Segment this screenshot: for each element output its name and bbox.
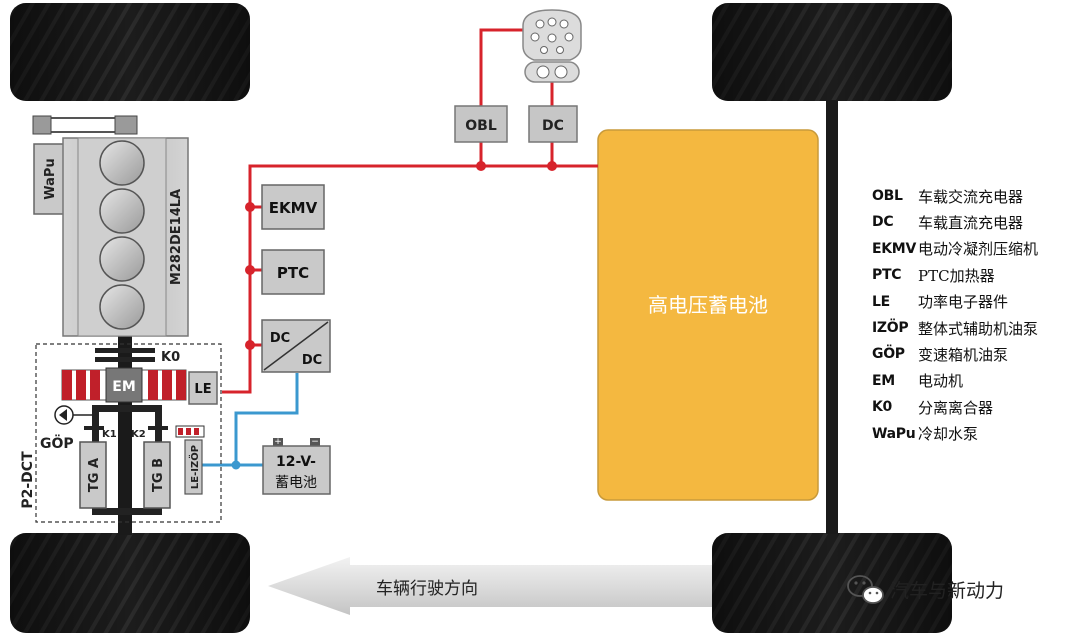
izop-pump-icon — [175, 425, 205, 438]
charging-socket-icon — [522, 9, 582, 83]
gop-label: GÖP — [40, 434, 74, 452]
wapu-label: WaPu — [43, 158, 58, 199]
k2-label: K2 — [131, 429, 146, 440]
obl-box: OBL — [454, 105, 508, 143]
legend-desc: 车载直流充电器 — [918, 213, 1024, 232]
dc-charger-label: DC — [542, 118, 564, 134]
dcdc-bottom-label: DC — [302, 353, 322, 368]
rear-axle — [826, 100, 838, 534]
legend-abbr: PTC — [872, 267, 902, 284]
le-izop-label: LE-IZÖP — [187, 445, 201, 489]
tg-b-label: TG B — [151, 458, 166, 492]
em-motor: EM — [61, 367, 187, 403]
ptc-label: PTC — [277, 264, 309, 282]
p2-dct-label: P2-DCT — [20, 451, 36, 509]
legend-item: OBL 车载交流充电器 — [872, 184, 1023, 208]
engine-block: M282DE14LA — [62, 137, 189, 337]
legend-abbr: EKMV — [872, 240, 916, 257]
direction-arrow — [268, 557, 712, 615]
legend-item: PTC PTC加热器 — [872, 263, 995, 287]
ekmv-label: EKMV — [269, 199, 318, 217]
legend-abbr: WaPu — [872, 425, 916, 442]
k1-label: K1 — [102, 429, 117, 440]
belt-drive — [32, 115, 138, 135]
tire-front-left — [10, 3, 250, 101]
legend-desc: 功率电子器件 — [918, 293, 1009, 312]
battery-12v-label-1: 12-V- — [276, 454, 316, 470]
lv-junction — [231, 460, 241, 470]
legend-abbr: K0 — [872, 399, 892, 416]
legend-desc: 变速箱机油泵 — [918, 345, 1009, 364]
k0-clutch: K0 — [95, 348, 180, 365]
legend-item: GÖP 变速箱机油泵 — [872, 342, 1008, 366]
gop-pump-icon — [54, 405, 92, 425]
legend-item: LE 功率电子器件 — [872, 290, 1008, 314]
tg-a-label: TG A — [87, 458, 102, 492]
engine-code-label: M282DE14LA — [169, 189, 184, 285]
ekmv-box: EKMV — [261, 184, 325, 230]
battery-12v: + − 12-V- 蓄电池 — [262, 437, 331, 495]
battery-12v-label-2: 蓄电池 — [275, 475, 317, 491]
legend-abbr: LE — [872, 293, 890, 310]
legend-item: K0 分离离合器 — [872, 395, 993, 419]
em-label: EM — [112, 379, 136, 395]
legend-desc: 分离离合器 — [918, 398, 994, 417]
dcdc-converter-box: DC DC — [261, 319, 331, 373]
legend-desc: PTC加热器 — [918, 266, 995, 285]
obl-label: OBL — [465, 118, 497, 134]
hv-battery-label: 高电压蓄电池 — [648, 293, 768, 317]
legend-abbr: EM — [872, 372, 895, 389]
tire-rear-right — [712, 533, 952, 633]
legend-abbr: DC — [872, 214, 894, 231]
legend-abbr: OBL — [872, 188, 903, 204]
legend-desc: 冷却水泵 — [918, 425, 979, 444]
dcdc-top-label: DC — [270, 331, 290, 346]
direction-label: 车辆行驶方向 — [376, 579, 478, 599]
wechat-icon — [847, 575, 884, 604]
k0-label: K0 — [161, 350, 180, 365]
le-label: LE — [194, 382, 211, 397]
ptc-box: PTC — [261, 249, 325, 295]
le-izop-box: LE-IZÖP — [184, 439, 203, 495]
plus-icon: + — [274, 437, 282, 447]
legend-desc: 电动机 — [918, 372, 964, 391]
legend-desc: 车载交流充电器 — [918, 187, 1024, 206]
p2-dct-boundary — [35, 343, 222, 523]
tire-rear-left — [712, 3, 952, 101]
legend-desc: 电动冷凝剂压缩机 — [918, 240, 1039, 259]
minus-icon: − — [311, 437, 319, 447]
front-shaft — [118, 335, 132, 535]
legend-abbr: IZÖP — [872, 320, 909, 336]
dc-charger-box: DC — [528, 105, 578, 143]
wapu-box: WaPu — [33, 143, 65, 215]
legend-item: DC 车载直流充电器 — [872, 210, 1023, 234]
tire-front-right — [10, 533, 250, 633]
legend-item: EM 电动机 — [872, 369, 963, 393]
tg-a-box: TG A — [79, 441, 107, 509]
legend-item: IZÖP 整体式辅助机油泵 — [872, 316, 1038, 340]
hv-junctions — [245, 161, 557, 350]
legend-abbr: GÖP — [872, 346, 905, 363]
le-box: LE — [188, 371, 218, 405]
watermark-label: 汽车与新动力 — [890, 580, 1004, 602]
hv-battery — [597, 129, 819, 501]
tg-b-box: TG B — [143, 441, 171, 509]
legend-desc: 整体式辅助机油泵 — [918, 319, 1039, 338]
